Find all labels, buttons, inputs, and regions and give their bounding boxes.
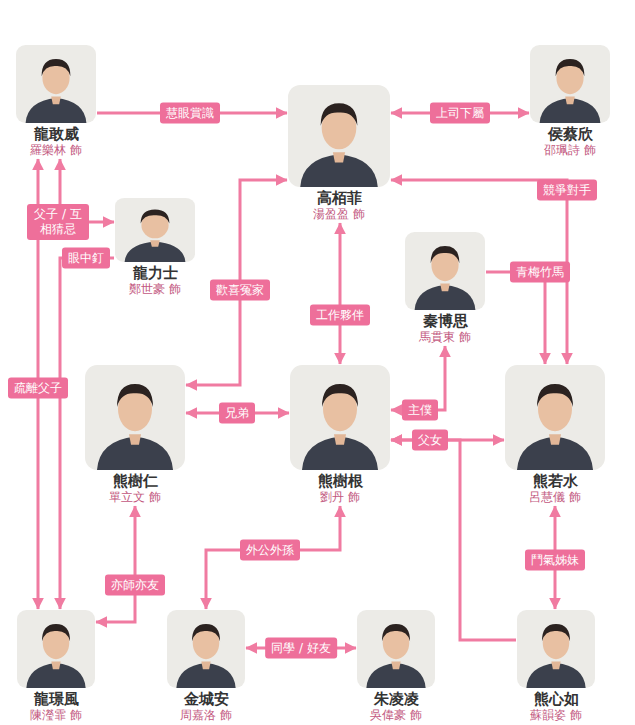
character-node: 秦博思馬貫東 飾	[405, 232, 485, 345]
character-name: 熊樹仁	[113, 472, 158, 490]
portrait-photo	[357, 610, 435, 688]
relation-line	[486, 272, 545, 364]
actor-name: 羅樂林 飾	[30, 143, 82, 158]
actor-name: 馬貫東 飾	[419, 330, 471, 345]
portrait-photo	[405, 232, 485, 310]
relation-label: 歡喜冤家	[210, 280, 270, 301]
relation-label: 父子 / 互相猜忌	[27, 204, 89, 240]
character-name: 熊樹根	[318, 472, 363, 490]
portrait-photo	[290, 365, 390, 470]
relation-line	[96, 506, 135, 622]
relation-label: 慧眼賞識	[160, 103, 220, 124]
relation-label: 鬥氣姊妹	[525, 550, 585, 571]
relation-label: 青梅竹馬	[510, 262, 570, 283]
actor-name: 蘇韻姿 飾	[530, 708, 582, 723]
actor-name: 陳瀅霏 飾	[30, 708, 82, 723]
portrait-photo	[517, 610, 595, 688]
character-name: 朱凌凌	[374, 690, 419, 708]
portrait-photo	[530, 45, 610, 123]
relation-label: 兄弟	[219, 403, 255, 424]
character-node: 朱凌凌吳偉豪 飾	[357, 610, 435, 723]
relation-line	[206, 506, 340, 609]
character-node: 熊樹仁單立文 飾	[85, 365, 185, 505]
portrait-photo	[505, 365, 605, 470]
portrait-photo	[167, 610, 245, 688]
character-name: 高栢菲	[317, 189, 362, 207]
actor-name: 邵珮詩 飾	[544, 143, 596, 158]
portrait-photo	[17, 610, 95, 688]
character-node: 熊心如蘇韻姿 飾	[517, 610, 595, 723]
character-name: 秦博思	[423, 312, 468, 330]
character-node: 侯蔡欣邵珮詩 飾	[530, 45, 610, 158]
actor-name: 呂慧儀 飾	[529, 490, 581, 505]
actor-name: 劉丹 飾	[320, 490, 360, 505]
relation-label: 父女	[412, 430, 448, 451]
character-name: 龍璟風	[34, 690, 79, 708]
portrait-photo	[115, 198, 195, 262]
character-node: 龍璟風陳瀅霏 飾	[17, 610, 95, 723]
relation-label: 外公外孫	[240, 540, 300, 561]
actor-name: 鄭世豪 飾	[129, 282, 181, 297]
relation-label: 同學 / 好友	[265, 638, 337, 659]
character-node: 龍敢威羅樂林 飾	[16, 45, 96, 158]
character-name: 龍敢威	[34, 125, 79, 143]
actor-name: 湯盈盈 飾	[313, 207, 365, 222]
character-node: 熊若水呂慧儀 飾	[505, 365, 605, 505]
character-node: 熊樹根劉丹 飾	[290, 365, 390, 505]
actor-name: 吳偉豪 飾	[370, 708, 422, 723]
relation-label: 疏離父子	[8, 378, 68, 399]
portrait-photo	[16, 45, 96, 123]
relation-line	[339, 223, 342, 364]
relation-label: 競爭對手	[537, 180, 597, 201]
character-name: 熊若水	[533, 472, 578, 490]
character-name: 金城安	[184, 690, 229, 708]
actor-name: 單立文 飾	[109, 490, 161, 505]
portrait-photo	[85, 365, 185, 470]
actor-name: 周嘉洛 飾	[180, 708, 232, 723]
character-node: 高栢菲湯盈盈 飾	[288, 85, 390, 222]
relation-label: 上司下屬	[430, 103, 490, 124]
relation-line	[186, 180, 287, 385]
character-name: 龍力士	[133, 264, 178, 282]
relation-label: 主僕	[402, 400, 438, 421]
portrait-photo	[288, 85, 390, 187]
character-name: 侯蔡欣	[548, 125, 593, 143]
relation-label: 眼中釘	[62, 248, 110, 269]
relation-label: 亦師亦友	[105, 575, 165, 596]
character-name: 熊心如	[534, 690, 579, 708]
character-node: 金城安周嘉洛 飾	[167, 610, 245, 723]
relation-label: 工作夥伴	[310, 305, 370, 326]
character-node: 龍力士鄭世豪 飾	[115, 198, 195, 297]
